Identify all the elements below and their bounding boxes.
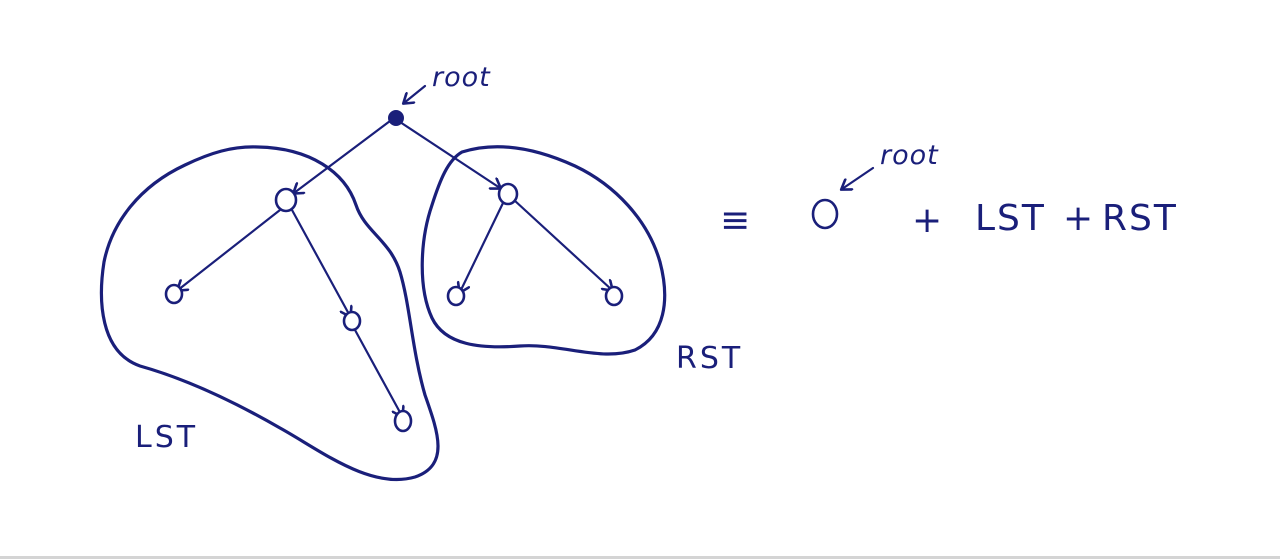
edge-root-to-right (398, 120, 500, 188)
left-subtree-outline (99, 145, 440, 482)
equation-root-label: root (880, 140, 939, 171)
leftright-node (342, 310, 362, 332)
rightright-leaf-node (604, 285, 624, 307)
root-node (388, 110, 404, 126)
equation-lst: LST (975, 198, 1046, 239)
edge-left-to-leftright (290, 208, 350, 316)
edge-left-to-leftleft (178, 208, 282, 290)
equation-plus-2: + (1063, 198, 1095, 239)
edge-root-to-left (294, 116, 396, 193)
left-child-node (274, 187, 298, 213)
rightleft-leaf-node (446, 285, 466, 307)
root-label: root (432, 62, 491, 93)
page-bottom-edge (0, 556, 1280, 559)
equiv-symbol: ≡ (720, 200, 752, 241)
root-pointer-arrow (404, 84, 427, 103)
equation-rst: RST (1102, 198, 1178, 239)
equation-root-node (811, 198, 839, 230)
edge-right-to-rightleft (460, 201, 505, 292)
equation-root-pointer-arrow (842, 166, 875, 189)
leftright-leaf-node (393, 409, 413, 433)
lst-label: LST (135, 420, 198, 455)
edge-right-to-rightright (512, 198, 612, 290)
edge-leftright-to-leaf (353, 328, 402, 416)
right-subtree-outline (420, 145, 667, 356)
rst-label: RST (676, 341, 743, 376)
equation-plus-1: + (912, 200, 944, 241)
right-child-node (497, 182, 519, 206)
leftleft-leaf-node (164, 283, 184, 305)
